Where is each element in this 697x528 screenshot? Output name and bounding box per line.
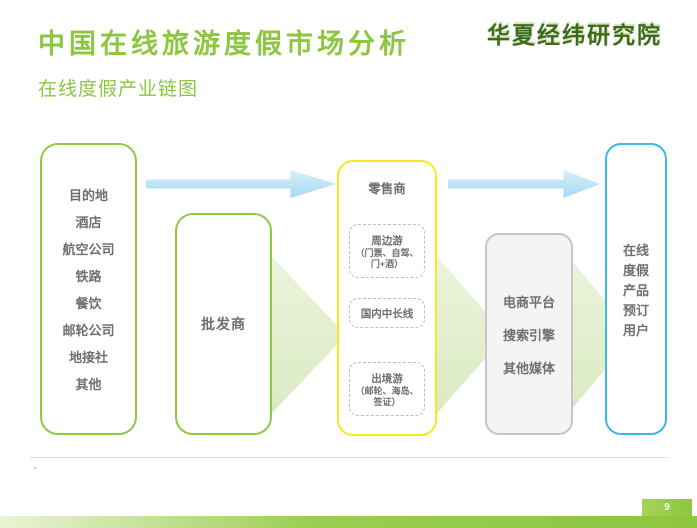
supplier-item: 其他: [75, 377, 102, 392]
users-line: 产品: [622, 282, 649, 298]
segment-detail: （门票、自驾、门+酒）: [355, 247, 419, 269]
wholesaler-box: 批发商: [175, 213, 272, 435]
channels-box: 电商平台 搜索引擎 其他媒体: [485, 233, 573, 435]
retailer-segment-outbound: 出境游 （邮轮、海岛、签证）: [349, 362, 425, 416]
bottom-accent-bar: [0, 516, 697, 528]
suppliers-box: 目的地 酒店 航空公司 铁路 餐饮 邮轮公司 地接社 其他: [40, 143, 137, 435]
right-arrow-icon: [448, 170, 600, 198]
right-arrow-icon: [146, 170, 336, 198]
users-line: 在线: [622, 242, 649, 258]
users-line: 用户: [622, 322, 649, 338]
supplier-item: 地接社: [68, 350, 108, 365]
segment-title: 国内中长线: [360, 307, 414, 320]
segment-title: 周边游: [371, 234, 403, 247]
supplier-item: 目的地: [68, 188, 108, 203]
retailer-title: 零售商: [368, 182, 406, 196]
page-number: 9: [664, 502, 670, 513]
users-line: 预订: [622, 302, 649, 318]
page-number-badge: 9: [642, 499, 692, 516]
supplier-item: 餐饮: [75, 296, 102, 311]
footer-bullet: ·: [33, 459, 38, 475]
channel-item: 电商平台: [502, 294, 555, 310]
page-subtitle: 在线度假产业链图: [38, 79, 199, 100]
retailer-segment-domestic: 国内中长线: [349, 298, 425, 328]
channel-item: 其他媒体: [502, 360, 555, 376]
retailer-box: 零售商 周边游 （门票、自驾、门+酒） 国内中长线 出境游 （邮轮、海岛、签证）: [337, 160, 437, 436]
segment-title: 出境游: [371, 372, 403, 385]
supplier-item: 酒店: [75, 215, 102, 230]
channel-item: 搜索引擎: [502, 327, 555, 343]
footer-divider: [30, 457, 667, 458]
logo-text: 华夏经纬研究院: [487, 23, 662, 48]
users-box: 在线 度假 产品 预订 用户: [605, 143, 667, 435]
wholesaler-label: 批发商: [201, 316, 246, 332]
supplier-item: 铁路: [75, 269, 102, 284]
page-title: 中国在线旅游度假市场分析: [38, 29, 410, 59]
segment-detail: （邮轮、海岛、签证）: [355, 385, 419, 407]
retailer-segment-short-trips: 周边游 （门票、自驾、门+酒）: [349, 224, 425, 278]
supplier-item: 航空公司: [62, 242, 115, 257]
users-line: 度假: [622, 262, 649, 278]
supplier-item: 邮轮公司: [62, 323, 115, 338]
